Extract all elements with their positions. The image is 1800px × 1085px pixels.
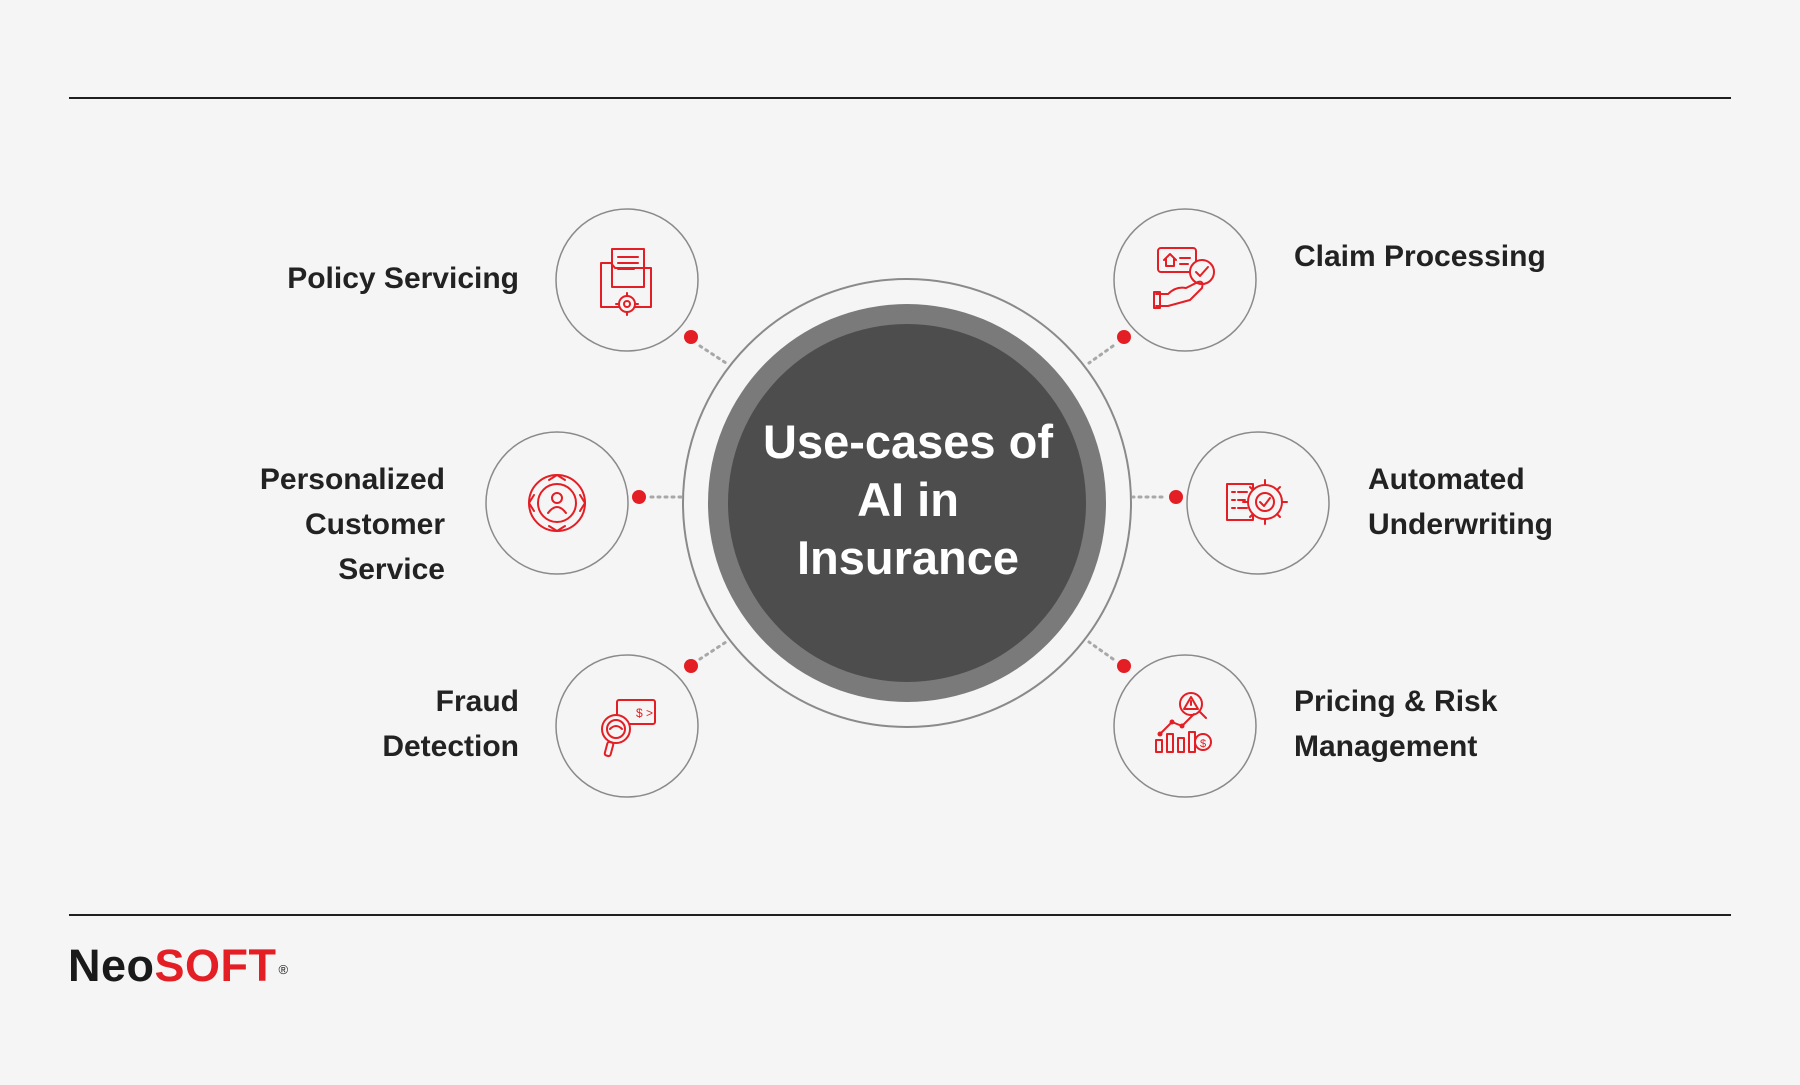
svg-text:$ >: $ > [636,706,653,720]
label-pricing-risk-management: Pricing & Risk Management [1294,679,1614,769]
folder-gear-icon [600,248,652,316]
label-claim-processing: Claim Processing [1294,234,1634,279]
top-divider [69,97,1731,99]
label-line: Service [338,553,445,586]
connector-fraud [698,640,728,661]
connectors [649,344,1164,661]
item-circle-policy [555,208,699,352]
svg-text:$: $ [1200,738,1206,750]
label-line: Claim Processing [1294,240,1546,273]
connector-pricing [1087,640,1115,661]
bottom-divider [69,914,1731,916]
label-automated-underwriting: Automated Underwriting [1368,457,1668,547]
item-circle-pricing [1113,654,1257,798]
connector-claim [1087,344,1115,365]
logo-soft: SOFT [154,940,277,991]
title-line: AI in [857,473,959,526]
label-line: Pricing & Risk [1294,685,1498,718]
item-circle-claim [1113,208,1257,352]
label-line: Underwriting [1368,508,1553,541]
dot-fraud [684,659,698,673]
magnifier-money-icon: $ > [601,699,656,758]
dot-underwriting [1169,490,1183,504]
dot-personalized [632,490,646,504]
registered-mark: ® [278,962,289,977]
chart-risk-icon: $ [1155,692,1212,753]
gear-checklist-icon [1226,479,1288,525]
connector-policy [698,344,728,365]
label-personalized-customer-service: Personalized Customer Service [150,457,445,592]
label-line: Management [1294,730,1478,763]
dot-policy [684,330,698,344]
label-line: Personalized [259,463,445,496]
logo-neo: Neo [68,940,155,991]
label-fraud-detection: Fraud Detection [220,679,519,769]
neosoft-logo: NeoSOFT® [68,938,289,994]
hub-outer-ring [682,278,1132,728]
label-line: Policy Servicing [287,262,519,295]
diagram-title: Use-cases of AI in Insurance [707,413,1109,587]
label-line: Fraud [435,685,519,718]
title-line: Insurance [796,531,1020,584]
hand-claim-icon [1153,247,1215,309]
label-line: Customer [304,508,445,541]
dot-claim [1117,330,1131,344]
target-user-icon [528,474,586,532]
connector-dots [632,330,1183,673]
label-line: Automated [1368,463,1525,496]
hub-core [728,324,1086,682]
title-line: Use-cases of [763,415,1053,468]
label-policy-servicing: Policy Servicing [220,256,519,301]
dot-pricing [1117,659,1131,673]
label-line: Detection [382,730,519,763]
